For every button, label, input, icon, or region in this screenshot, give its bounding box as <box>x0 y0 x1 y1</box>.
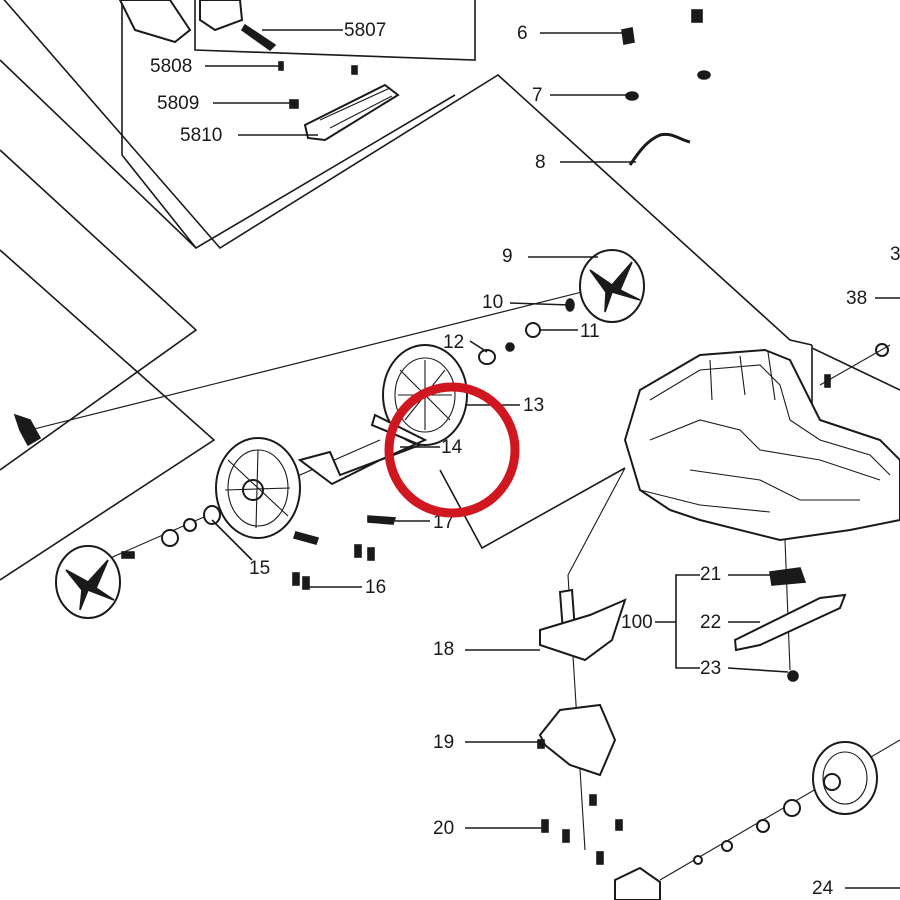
label-8: 8 <box>535 152 546 173</box>
label-19: 19 <box>433 732 454 753</box>
label-11: 11 <box>580 321 600 342</box>
mower-deck <box>623 343 900 542</box>
motor-adapter-parts <box>537 467 627 865</box>
label-5810: 5810 <box>180 125 222 146</box>
label-9: 9 <box>502 246 513 267</box>
handle-top-part <box>118 0 400 142</box>
label-20: 20 <box>433 818 454 839</box>
label-12: 12 <box>443 332 464 353</box>
label-13: 13 <box>523 395 544 416</box>
leader-lines <box>205 29 900 889</box>
rear-axle-assembly <box>13 249 645 619</box>
label-24: 24 <box>812 878 834 899</box>
label-10: 10 <box>482 292 503 313</box>
frame-handle-group <box>0 0 900 581</box>
label-5809: 5809 <box>157 93 199 114</box>
label-18: 18 <box>433 639 454 660</box>
label-5808: 5808 <box>150 56 192 77</box>
rear-wheel-right <box>614 739 900 900</box>
highlight-circle <box>384 382 520 518</box>
label-7: 7 <box>532 85 543 106</box>
blade-assembly <box>733 539 847 682</box>
label-100: 100 <box>621 612 653 633</box>
label-38: 38 <box>846 288 867 309</box>
label-14: 14 <box>441 437 463 458</box>
label-23: 23 <box>700 658 721 679</box>
label-15: 15 <box>249 558 270 579</box>
part-labels: 5807 5808 5809 5810 6 7 8 9 10 11 12 13 … <box>150 20 900 899</box>
label-5807: 5807 <box>344 20 386 41</box>
label-21: 21 <box>700 564 721 585</box>
label-16: 16 <box>365 577 386 598</box>
label-22: 22 <box>700 612 721 633</box>
label-3-partial: 3 <box>890 244 900 265</box>
label-6: 6 <box>517 23 528 44</box>
hardware-top-right <box>621 9 711 166</box>
